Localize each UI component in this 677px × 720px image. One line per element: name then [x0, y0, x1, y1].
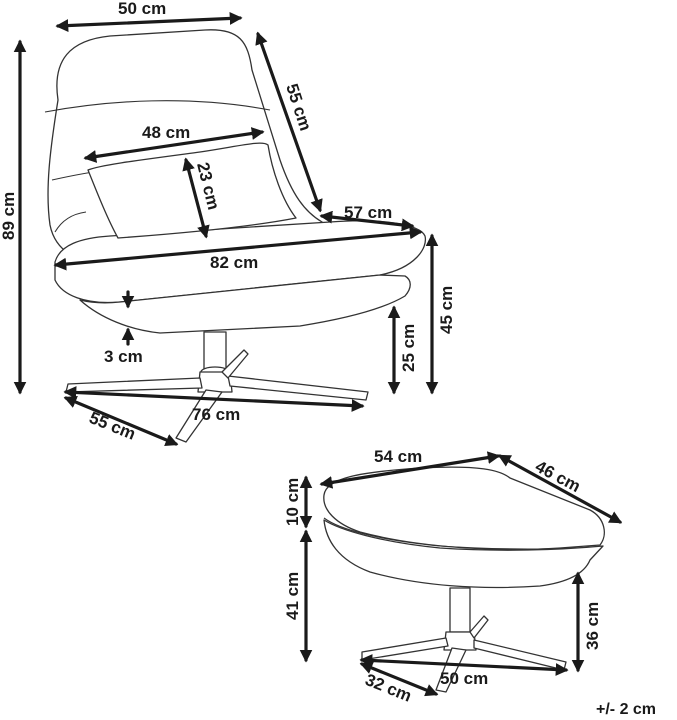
dim-line-ottoman-depth: [497, 454, 623, 524]
dim-line-ottoman-width: [319, 451, 501, 489]
dim-line-cushion-width: [83, 127, 265, 163]
dim-line-base-span: [63, 386, 365, 412]
ottoman-column: [449, 587, 471, 633]
label-base-height: 25 cm: [399, 324, 418, 372]
dim-line-ottoman-base-span: [359, 654, 569, 676]
label-base-span: 76 cm: [192, 405, 240, 424]
label-cushion-width: 48 cm: [142, 123, 190, 142]
dim-line-chair-width: [55, 12, 243, 32]
label-seat-thickness: 3 cm: [104, 347, 143, 366]
dim-line-ottoman-base-depth: [359, 661, 439, 697]
chair-base-leg-back: [221, 349, 249, 379]
label-seat-height: 45 cm: [437, 286, 456, 334]
label-ottoman-base-span: 50 cm: [440, 669, 488, 688]
label-ottoman-height: 41 cm: [283, 572, 302, 620]
dim-line-seat-diagonal: [53, 226, 423, 271]
label-base-depth: 55 cm: [87, 408, 139, 444]
label-ottoman-cushion: 10 cm: [283, 478, 302, 526]
label-ottoman-base-height: 36 cm: [583, 602, 602, 650]
chair-swivel-column: [203, 331, 227, 371]
dim-line-seat-depth: [319, 210, 415, 232]
chair-base-leg-right: [227, 375, 369, 401]
dim-line-base-depth: [63, 396, 179, 446]
dim-line-backrest-depth: [255, 31, 323, 213]
label-chair-width: 50 cm: [118, 0, 166, 18]
chair-base-leg-left: [65, 377, 203, 393]
ottoman-base-leg-left: [361, 637, 449, 661]
dimension-lines: [13, 12, 623, 697]
label-seat-depth: 57 cm: [344, 203, 392, 222]
label-tolerance: +/- 2 cm: [596, 701, 656, 718]
ottoman-base-leg-back: [469, 615, 489, 639]
label-chair-height: 89 cm: [0, 192, 18, 240]
ottoman-drawing: [323, 466, 605, 693]
label-backrest-depth: 55 cm: [282, 81, 315, 133]
chair-backrest-seam-upper: [44, 100, 271, 113]
dim-line-cushion-height: [182, 157, 210, 239]
label-ottoman-width: 54 cm: [374, 447, 422, 466]
label-seat-diagonal: 82 cm: [210, 253, 258, 272]
